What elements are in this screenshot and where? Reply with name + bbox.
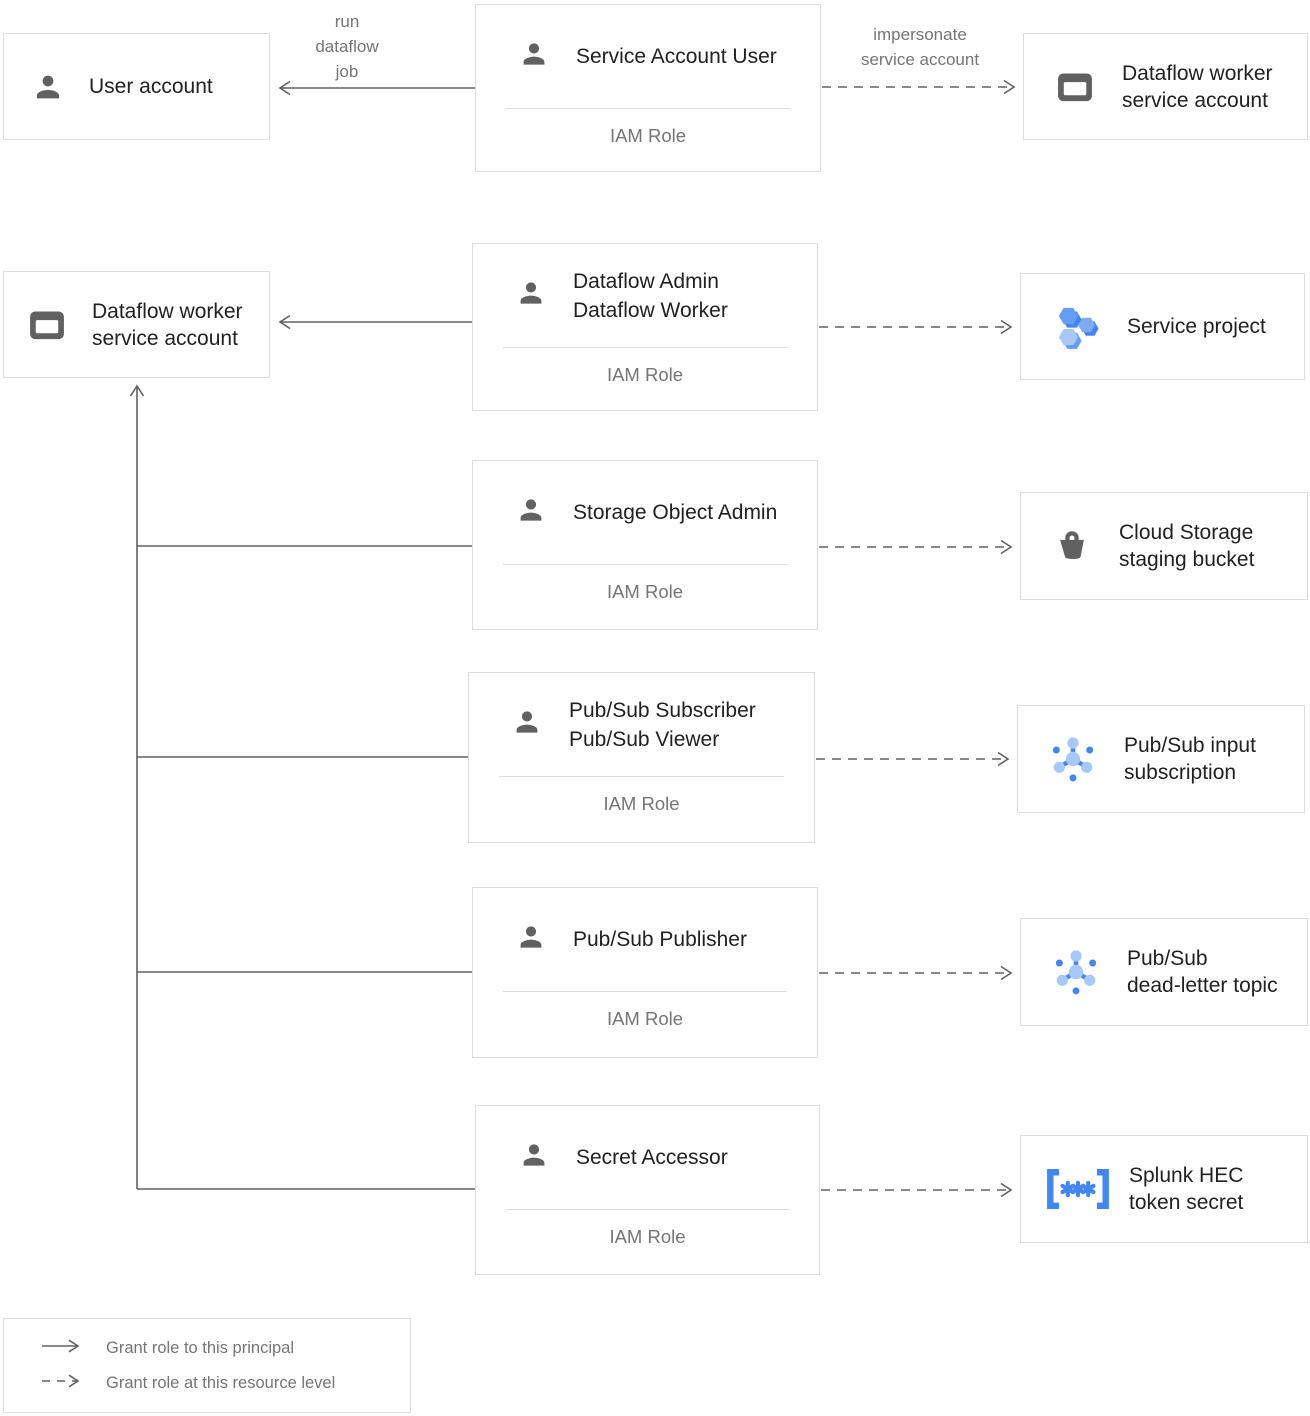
role-title: Secret Accessor	[576, 1146, 728, 1169]
node-label: Service project	[1127, 315, 1266, 338]
node-pubsub-dead-letter-topic: Pub/Sub dead-letter topic	[1020, 918, 1308, 1026]
divider	[503, 991, 787, 992]
node-splunk-hec-token-secret: Splunk HEC token secret	[1020, 1135, 1308, 1243]
edge-label-impersonate: impersonate service account	[860, 25, 980, 69]
legend-solid-label: Grant role to this principal	[106, 1338, 295, 1357]
divider	[503, 347, 787, 348]
node-label: Dataflow worker service account	[1122, 61, 1273, 112]
dashed-arrow-icon	[41, 1373, 87, 1394]
service-account-window-icon	[26, 306, 68, 344]
legend: Grant role to this principal Grant role …	[3, 1318, 411, 1413]
role-title: Pub/Sub Publisher	[573, 928, 747, 951]
edge-label-run-dataflow-job: run dataflow job	[315, 12, 379, 81]
pubsub-network-icon	[1046, 732, 1100, 786]
secret-brackets-icon	[1043, 1167, 1113, 1211]
person-icon	[518, 1139, 550, 1176]
node-dataflow-worker-service-account-left: Dataflow worker service account	[3, 271, 270, 378]
node-label: User account	[89, 75, 213, 98]
solid-arrow-icon	[41, 1338, 87, 1359]
role-title: Service Account User	[576, 45, 777, 68]
legend-row-dashed: Grant role at this resource level	[41, 1373, 410, 1394]
node-label: Cloud Storage staging bucket	[1119, 521, 1255, 571]
person-icon	[515, 494, 547, 531]
role-subtitle: IAM Role	[609, 125, 687, 146]
node-pubsub-input-subscription: Pub/Sub input subscription	[1017, 705, 1305, 813]
divider	[503, 564, 787, 565]
role-box-pubsub-subscriber-viewer: Pub/Sub Subscriber Pub/Sub Viewer IAM Ro…	[468, 672, 815, 843]
node-dataflow-worker-service-account-right: Dataflow worker service account	[1023, 33, 1308, 140]
role-subtitle: IAM Role	[606, 1008, 684, 1029]
node-user-account: User account	[3, 33, 270, 140]
role-subtitle: IAM Role	[606, 581, 684, 602]
role-box-dataflow-admin-worker: Dataflow Admin Dataflow Worker IAM Role	[472, 243, 818, 411]
node-cloud-storage-staging-bucket: Cloud Storage staging bucket	[1020, 492, 1308, 600]
divider	[499, 776, 784, 777]
legend-row-solid: Grant role to this principal	[41, 1338, 410, 1359]
pubsub-network-icon	[1049, 945, 1103, 999]
node-service-project: Service project	[1020, 273, 1305, 380]
legend-dashed-label: Grant role at this resource level	[106, 1373, 336, 1392]
person-icon	[515, 277, 547, 314]
node-label: Pub/Sub input subscription	[1124, 734, 1256, 784]
person-icon	[31, 70, 65, 104]
role-box-secret-accessor: Secret Accessor IAM Role	[475, 1105, 820, 1275]
person-icon	[518, 38, 550, 75]
service-account-window-icon	[1054, 68, 1096, 106]
role-subtitle: IAM Role	[603, 793, 680, 814]
divider	[506, 1209, 789, 1210]
node-label: Splunk HEC token secret	[1129, 1164, 1244, 1214]
person-icon	[511, 706, 543, 743]
role-title: Storage Object Admin	[573, 501, 778, 524]
project-hexagons-icon	[1049, 300, 1103, 354]
role-subtitle: IAM Role	[606, 364, 684, 385]
node-label: Pub/Sub dead-letter topic	[1127, 947, 1278, 997]
role-subtitle: IAM Role	[609, 1226, 686, 1247]
divider	[506, 108, 790, 109]
role-title: Pub/Sub Subscriber Pub/Sub Viewer	[569, 698, 756, 751]
role-box-pubsub-publisher: Pub/Sub Publisher IAM Role	[472, 887, 818, 1058]
role-title: Dataflow Admin Dataflow Worker	[573, 269, 728, 322]
person-icon	[515, 921, 547, 958]
storage-bucket-icon	[1053, 527, 1091, 565]
role-box-storage-object-admin: Storage Object Admin IAM Role	[472, 460, 818, 630]
role-box-service-account-user: Service Account User IAM Role	[475, 4, 821, 172]
node-label: Dataflow worker service account	[92, 299, 243, 350]
